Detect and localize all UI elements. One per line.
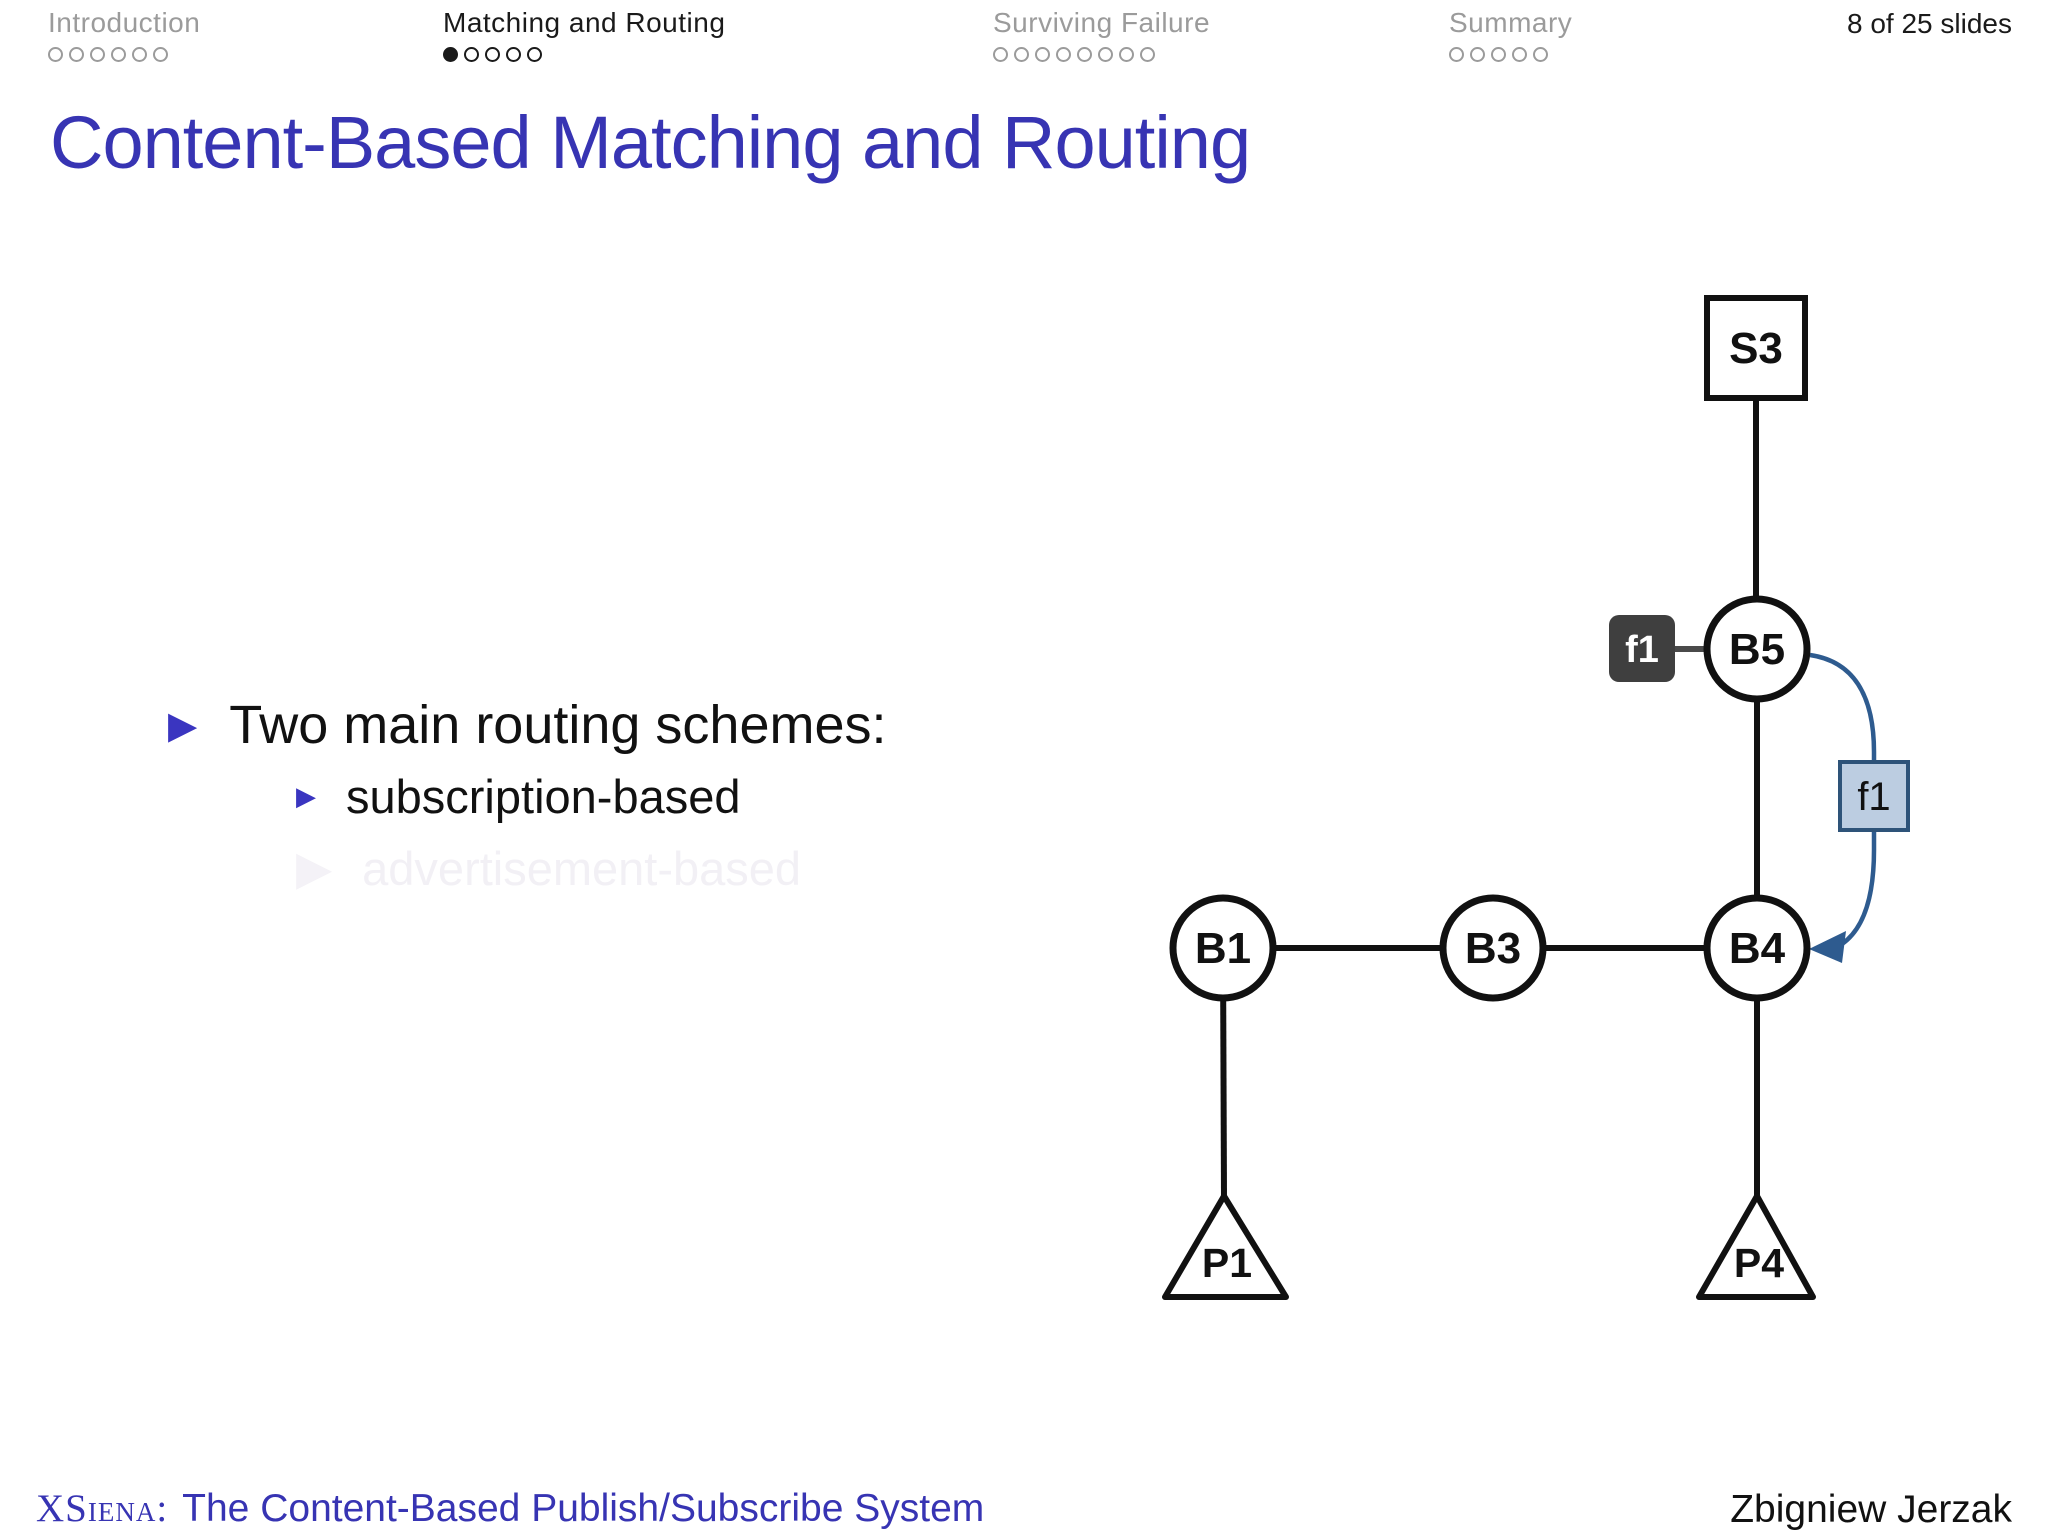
node-s3-label: S3 (1729, 324, 1783, 373)
node-b5-label: B5 (1729, 625, 1785, 674)
node-p1-triangle (1162, 1193, 1289, 1300)
nav-dot[interactable] (993, 46, 1008, 62)
nav-section-introduction: Introduction (48, 7, 201, 62)
node-p1-label: P1 (1202, 1240, 1252, 1286)
nav-section-matching-and-routing: Matching and Routing (443, 7, 726, 62)
flow-curve-b5-to-b4 (1809, 652, 1877, 946)
node-b4-label: B4 (1729, 924, 1786, 973)
node-b3-circle (1439, 894, 1547, 1002)
nav-section-label[interactable]: Introduction (48, 7, 201, 38)
nav-dot[interactable] (464, 46, 479, 62)
node-p4-triangle (1696, 1193, 1816, 1300)
nav-dot[interactable] (443, 46, 458, 62)
node-s3-square (1704, 295, 1808, 401)
nav-section-label[interactable]: Surviving Failure (993, 7, 1211, 38)
bullet-triangle-icon: ▶ (168, 704, 198, 747)
nav-dot[interactable] (485, 46, 500, 62)
bullet-triangle-icon: ▶ (296, 841, 333, 894)
nav-dot[interactable] (132, 46, 147, 62)
filter-light-label: f1 (1857, 775, 1890, 819)
flow-arrowhead-icon (1809, 931, 1846, 963)
nav-section-label[interactable]: Summary (1449, 7, 1573, 38)
footer-subtitle: The Content-Based Publish/Subscribe Syst… (182, 1487, 985, 1530)
bullet-main: ▶ Two main routing schemes: (168, 694, 887, 756)
nav-dot[interactable] (111, 46, 126, 62)
nav-dot[interactable] (506, 46, 521, 62)
nav-dot[interactable] (1491, 46, 1506, 62)
nav-dot[interactable] (153, 46, 168, 62)
bullet-main-text: Two main routing schemes: (229, 695, 887, 755)
nav-dot[interactable] (69, 46, 84, 62)
nav-dot[interactable] (1449, 46, 1464, 62)
node-b4-circle (1703, 894, 1811, 1002)
nav-dot[interactable] (1098, 46, 1113, 62)
node-b1-circle (1169, 894, 1277, 1002)
footer-brand: XSiena: (36, 1487, 169, 1530)
node-b1-label: B1 (1195, 924, 1251, 973)
footer-presentation-title: XSiena: The Content-Based Publish/Subscri… (36, 1486, 984, 1531)
nav-dot[interactable] (1014, 46, 1029, 62)
network-edges (1220, 349, 1760, 1200)
nav-section-summary: Summary (1449, 7, 1573, 62)
nav-dot[interactable] (1119, 46, 1134, 62)
filter-box-light (1838, 760, 1910, 832)
nav-dot[interactable] (527, 46, 542, 62)
broker-nodes: B5 B4 B3 B1 (1169, 595, 1811, 1002)
nav-dot-row (1449, 46, 1572, 62)
bullet-triangle-icon: ▶ (296, 780, 316, 811)
nav-dot[interactable] (1533, 46, 1548, 62)
footer-author: Zbigniew Jerzak (1730, 1488, 2012, 1531)
bullet-faded-text: advertisement-based (362, 841, 802, 895)
nav-dot[interactable] (1140, 46, 1155, 62)
node-b3-label: B3 (1465, 924, 1521, 973)
filter-dark-label: f1 (1625, 629, 1659, 671)
nav-dot[interactable] (1077, 46, 1092, 62)
nav-dot[interactable] (1470, 46, 1485, 62)
nav-dot[interactable] (90, 46, 105, 62)
nav-section-label[interactable]: Matching and Routing (443, 7, 726, 38)
nav-dot-row (993, 46, 1210, 62)
node-p4-label: P4 (1734, 1240, 1784, 1286)
page-title: Content-Based Matching and Routing (50, 101, 1251, 184)
nav-dot[interactable] (48, 46, 63, 62)
nav-dot[interactable] (1056, 46, 1071, 62)
nav-section-surviving-failure: Surviving Failure (993, 7, 1211, 62)
nav-dot-row (443, 46, 725, 62)
nav-dot[interactable] (1512, 46, 1527, 62)
slide-counter: 8 of 25 slides (1847, 8, 2012, 39)
nav-dot[interactable] (1035, 46, 1050, 62)
bullet-sub-text: subscription-based (346, 769, 741, 823)
nav-dot-row (48, 46, 200, 62)
filter-box-dark (1609, 615, 1675, 682)
bullet-sub-advertisement-faded: ▶ advertisement-based (296, 840, 801, 896)
bullet-sub-subscription: ▶ subscription-based (296, 768, 741, 824)
node-b5-circle (1703, 595, 1811, 703)
